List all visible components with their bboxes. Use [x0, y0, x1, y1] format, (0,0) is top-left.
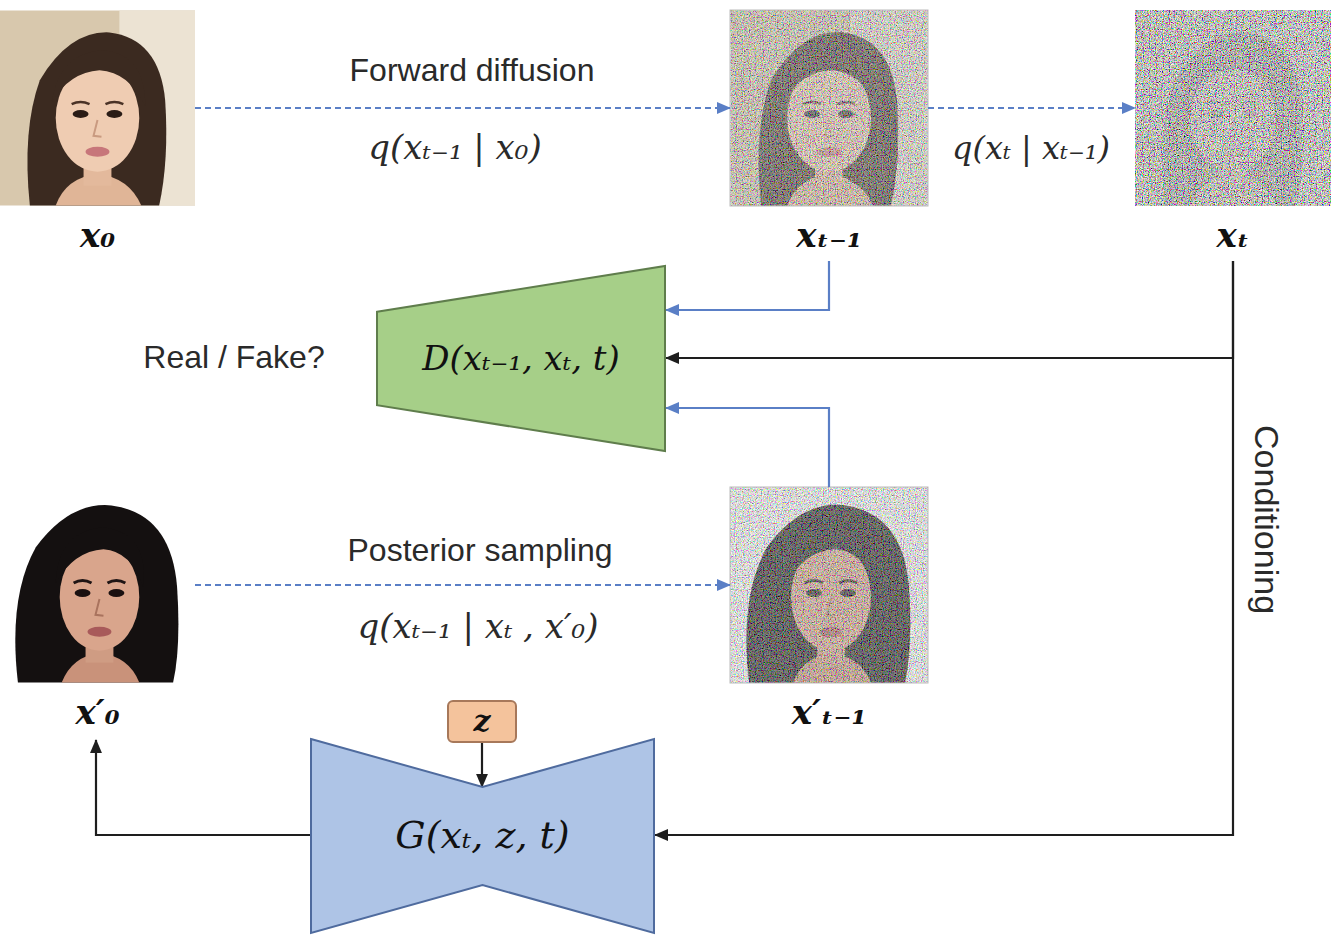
edge-label: Forward diffusion: [347, 52, 598, 89]
annotation: q(xₜ₋₁ | x₀): [365, 128, 544, 167]
image-node: x′ₜ₋₁: [730, 487, 928, 734]
connector: [666, 261, 1233, 358]
annotation: Real / Fake?: [140, 339, 327, 376]
edge-label: Posterior sampling: [345, 532, 616, 569]
discriminator-block: D(xₜ₋₁, xₜ, t): [376, 265, 666, 452]
image-label: xₜ₋₁: [730, 216, 928, 255]
connector: [96, 740, 310, 835]
image-label: xₜ: [1135, 216, 1331, 255]
image-label: x₀: [0, 216, 195, 255]
block-label: D(xₜ₋₁, xₜ, t): [422, 339, 619, 378]
image-xt-1: [730, 10, 928, 206]
image-node: x₀: [0, 10, 195, 257]
generator-block-shape: [311, 739, 654, 933]
image-node: x′₀: [0, 487, 195, 734]
connector: [666, 408, 829, 487]
discriminator-block-shape: [377, 266, 665, 451]
noise-input-box: z: [447, 700, 517, 743]
block-label: G(xₜ, z, t): [395, 814, 569, 858]
image-label: x′ₜ₋₁: [730, 693, 928, 732]
connector: [655, 261, 1233, 835]
generator-block: G(xₜ, z, t): [310, 738, 655, 934]
image-x0: [0, 11, 195, 206]
edge-label: Conditioning: [1247, 422, 1286, 617]
connector: [195, 107, 730, 109]
annotation: q(xₜ₋₁ | xₜ , x′₀): [354, 607, 601, 646]
image-xt-1-prime: [730, 487, 928, 683]
image-xt: [1135, 10, 1331, 206]
noise-input-box-shape: [448, 701, 516, 742]
image-node: xₜ: [1135, 10, 1331, 257]
image-label: x′₀: [0, 693, 195, 732]
connector: [195, 584, 730, 586]
connector: [928, 107, 1135, 109]
image-node: xₜ₋₁: [730, 10, 928, 257]
edge-label: q(xₜ | xₜ₋₁): [949, 130, 1113, 167]
image-x0-prime: [0, 488, 195, 683]
connector: [666, 261, 829, 310]
block-label: z: [473, 704, 490, 739]
connector: [481, 743, 483, 787]
